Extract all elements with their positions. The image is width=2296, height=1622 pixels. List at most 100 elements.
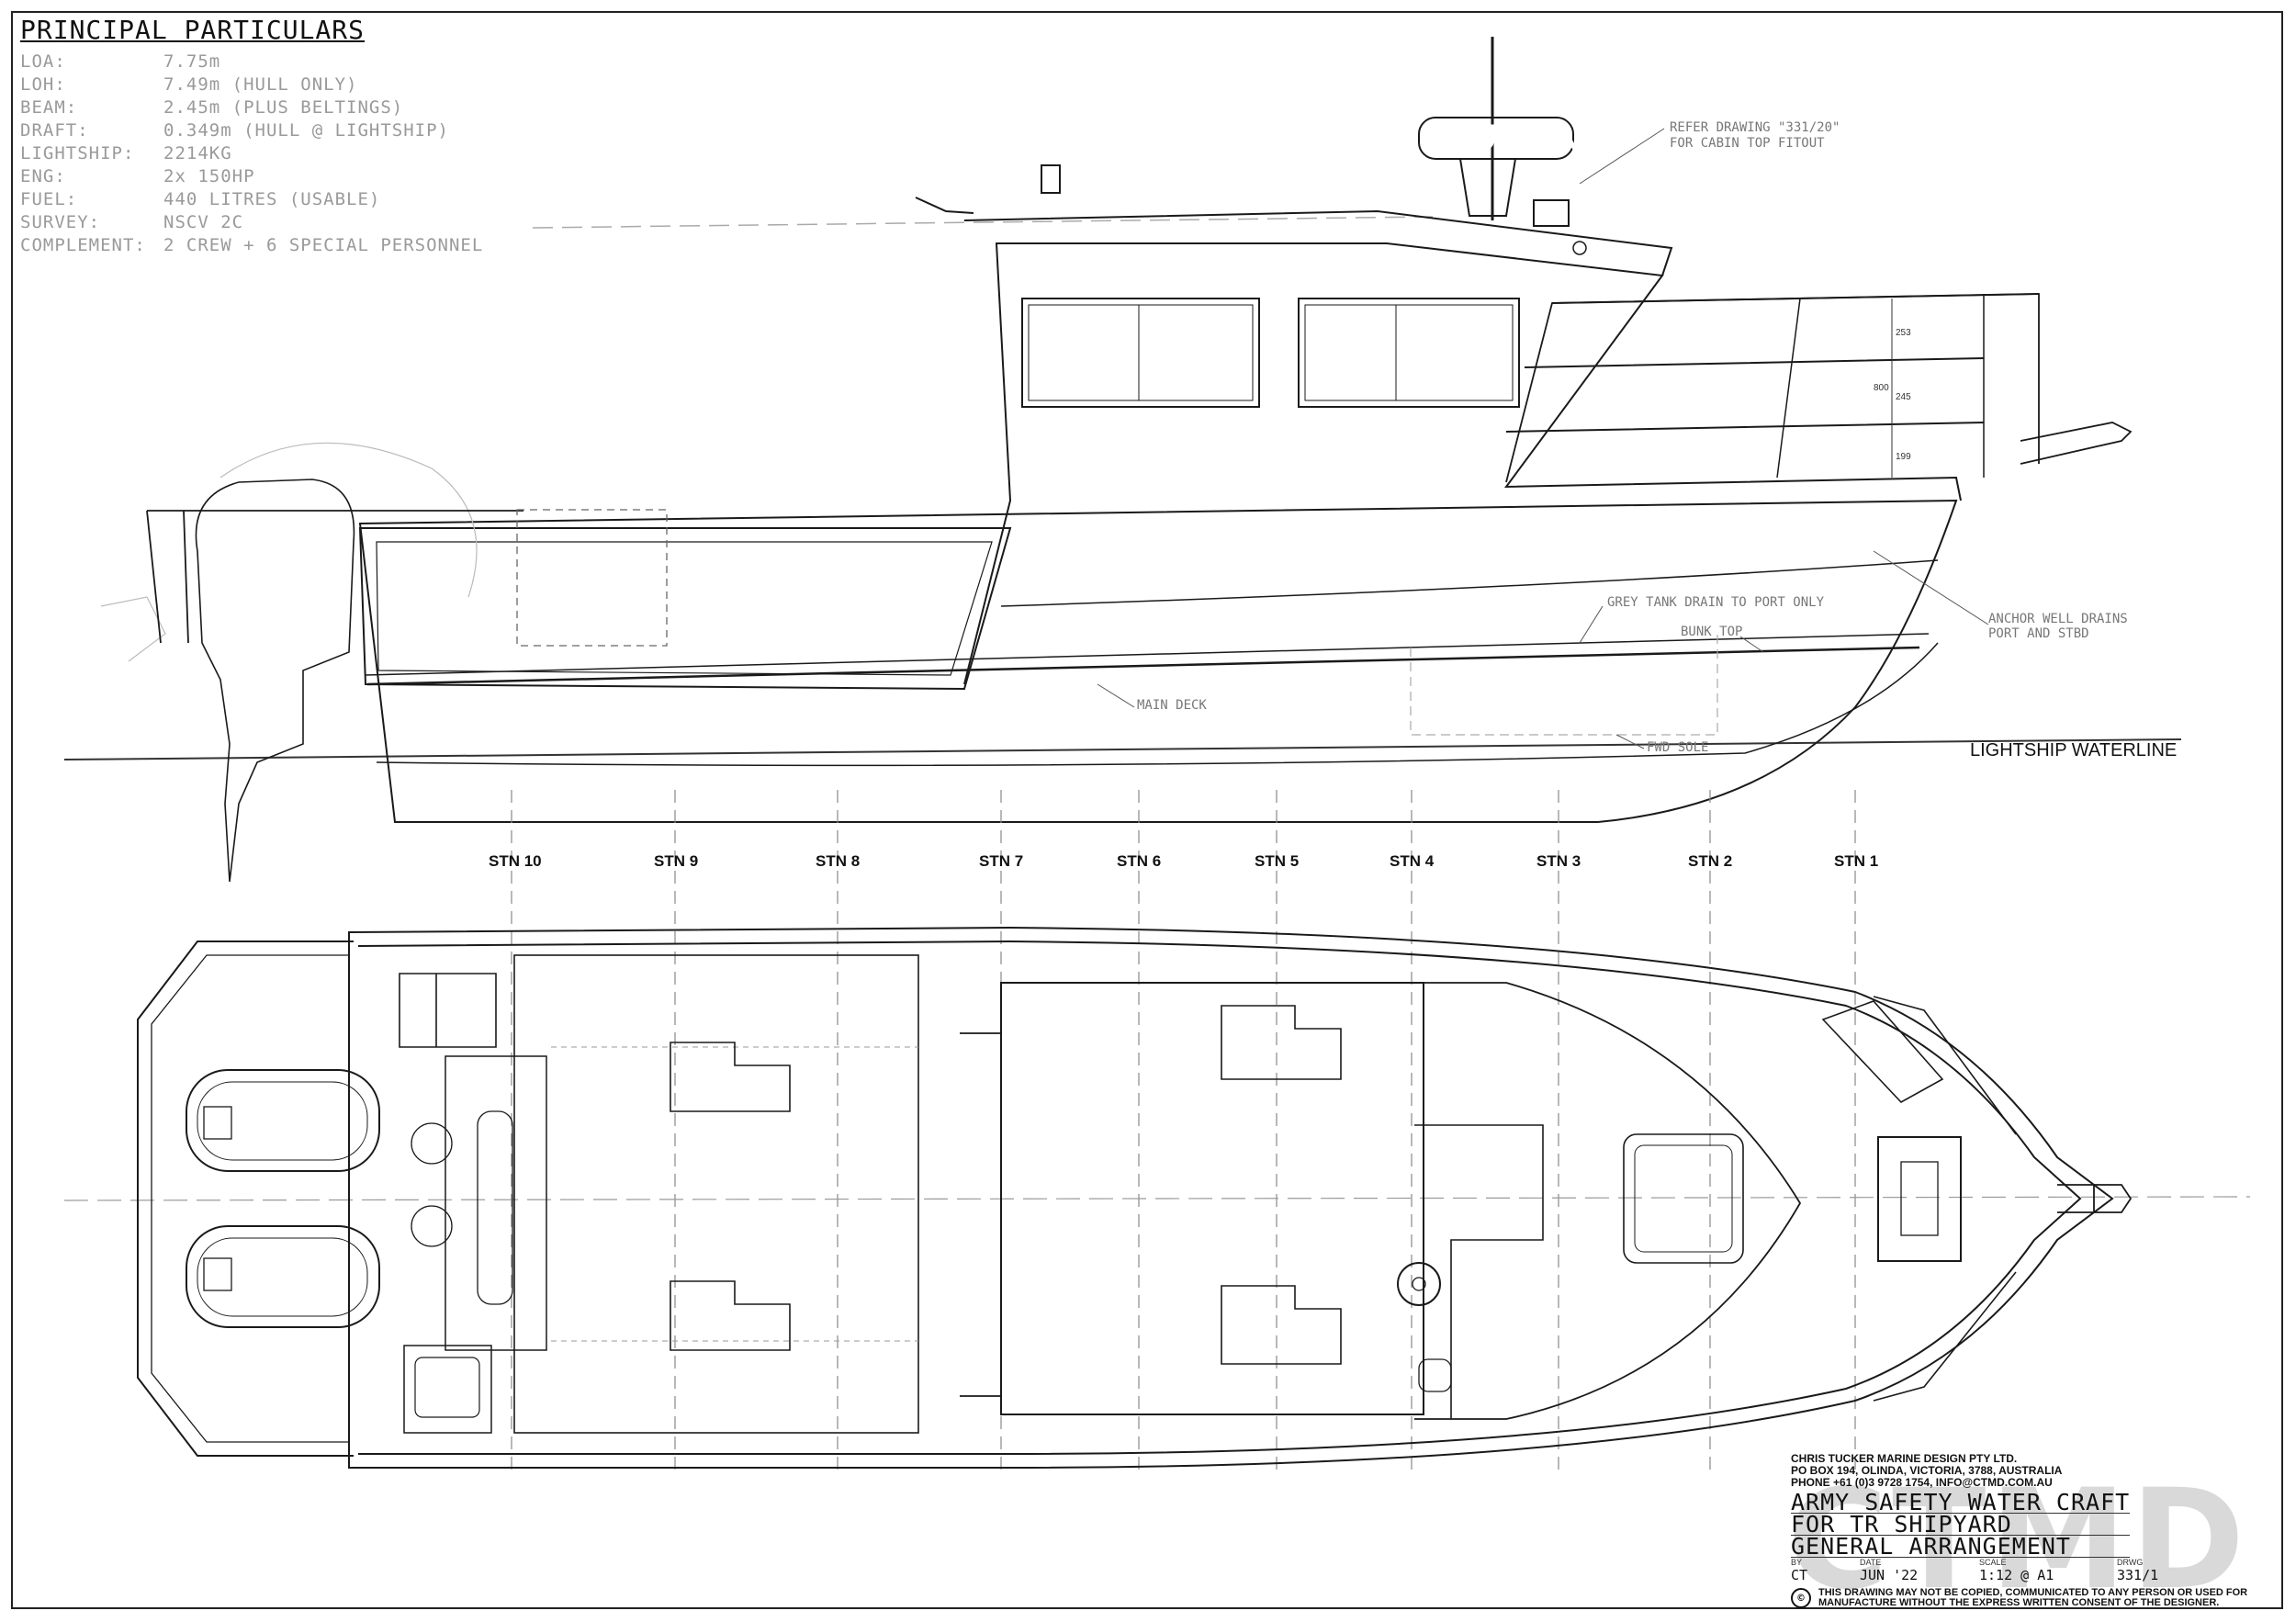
spray-rail bbox=[1000, 559, 1939, 607]
bow-rail-stanchion-1 bbox=[1776, 298, 1801, 479]
particulars-row-beam: BEAM:2.45m (PLUS BELTINGS) bbox=[20, 97, 404, 118]
note-cabin-top-2: FOR CABIN TOP FITOUT bbox=[1670, 136, 1825, 151]
particulars-row-lightship: LIGHTSHIP:2214KG bbox=[20, 143, 232, 163]
windscreen bbox=[1505, 293, 2040, 483]
bollard-stbd bbox=[411, 1205, 453, 1247]
transom-rail bbox=[146, 510, 523, 644]
cabin-window-aft-inner bbox=[1028, 304, 1254, 401]
sheer-line-lower bbox=[365, 633, 1930, 676]
transom-handhold bbox=[477, 1110, 513, 1305]
profile-view bbox=[63, 37, 2182, 883]
meta-date: DATE JUN '22 bbox=[1860, 1558, 1919, 1583]
outboard-port-cowl-inner bbox=[197, 1081, 368, 1161]
steering-wheel-hub bbox=[1412, 1277, 1426, 1291]
station-lines bbox=[511, 790, 1856, 1470]
waterline-line bbox=[63, 738, 2182, 760]
station-label-10: STN 10 bbox=[489, 852, 542, 870]
outboard-stbd-mount bbox=[203, 1257, 232, 1291]
roof-fitting-light bbox=[1572, 241, 1587, 255]
anchor-winch-drum bbox=[1900, 1161, 1939, 1236]
interior-dash bbox=[1410, 634, 1718, 736]
aft-bulwark bbox=[358, 527, 1012, 691]
cabin-window-aft bbox=[1021, 298, 1260, 408]
helm-seat-stbd bbox=[1221, 1285, 1342, 1365]
particulars-row-loa: LOA:7.75m bbox=[20, 51, 221, 72]
company-name: CHRIS TUCKER MARINE DESIGN PTY LTD. bbox=[1791, 1452, 2018, 1465]
outboard-stbd-cowl-inner bbox=[197, 1237, 368, 1317]
cabin-side bbox=[963, 242, 1962, 685]
title-line-3: GENERAL ARRANGEMENT bbox=[1791, 1535, 2131, 1558]
aft-locker bbox=[403, 1345, 492, 1434]
helm-seat-port bbox=[1221, 1005, 1342, 1080]
meta-by: BY CT bbox=[1791, 1558, 1808, 1583]
station-label-8: STN 8 bbox=[816, 852, 860, 870]
particulars-row-loh: LOH:7.49m (HULL ONLY) bbox=[20, 74, 358, 95]
deck-line bbox=[366, 646, 1920, 686]
swim-platform bbox=[137, 941, 354, 1457]
dim-800: 800 bbox=[1874, 383, 1889, 393]
forward-hatch bbox=[1623, 1133, 1744, 1264]
meta-drwg: DRWG 331/1 bbox=[2117, 1558, 2159, 1583]
cabin-window-fwd bbox=[1298, 298, 1520, 408]
particulars-title: PRINCIPAL PARTICULARS bbox=[20, 15, 366, 45]
anchor-locker bbox=[1821, 1000, 1944, 1104]
plan-hull-outline bbox=[348, 926, 2114, 1469]
aft-locker-hatch bbox=[414, 1357, 480, 1418]
radar-brand-label: FURUNO bbox=[1446, 118, 1614, 158]
transom-rail-plan bbox=[399, 973, 497, 1048]
station-label-9: STN 9 bbox=[654, 852, 698, 870]
radar-dome bbox=[1418, 117, 1574, 160]
leader-fwd-sole bbox=[1615, 734, 1645, 749]
hull-outline bbox=[358, 499, 1958, 823]
station-label-3: STN 3 bbox=[1536, 852, 1581, 870]
profile-dash-line bbox=[532, 216, 1434, 229]
copyright-icon: © bbox=[1791, 1588, 1811, 1608]
station-label-4: STN 4 bbox=[1390, 852, 1435, 870]
aft-seat-stbd bbox=[670, 1280, 791, 1351]
particulars-row-draft: DRAFT:0.349m (HULL @ LIGHTSHIP) bbox=[20, 120, 449, 141]
outboard-tilt-arc-2 bbox=[100, 596, 166, 662]
outboard-stbd bbox=[186, 1225, 380, 1328]
outboard-port-mount bbox=[203, 1106, 232, 1140]
note-anchor-1: ANCHOR WELL DRAINS bbox=[1988, 612, 2128, 626]
station-label-6: STN 6 bbox=[1117, 852, 1161, 870]
leader-main-deck bbox=[1097, 683, 1135, 708]
drawing-border bbox=[11, 11, 2283, 1609]
leader-anchor bbox=[1873, 550, 1989, 625]
outboard-port-cowl bbox=[186, 1069, 380, 1172]
station-label-5: STN 5 bbox=[1255, 852, 1299, 870]
cabin-bulkhead-aft bbox=[960, 1032, 1002, 1397]
chine-line bbox=[376, 642, 1939, 767]
particulars-row-complement: COMPLEMENT:2 CREW + 6 SPECIAL PERSONNEL bbox=[20, 235, 484, 255]
title-line-2: FOR TR SHIPYARD bbox=[1791, 1513, 2131, 1536]
searchlight bbox=[1533, 199, 1570, 227]
company-details: CHRIS TUCKER MARINE DESIGN PTY LTD. PO B… bbox=[1791, 1453, 2062, 1489]
forward-console bbox=[1414, 982, 1802, 1420]
radar-mount bbox=[1459, 158, 1516, 217]
note-cabin-top-1: REFER DRAWING "331/20" bbox=[1670, 120, 1840, 135]
company-contact: PHONE +61 (0)3 9728 1754, INFO@CTMD.COM.… bbox=[1791, 1476, 2053, 1489]
aft-mast-bracket bbox=[915, 197, 974, 214]
swim-platform-inner bbox=[151, 954, 349, 1443]
plan-centreline bbox=[63, 1196, 2251, 1201]
bollard-port bbox=[411, 1122, 453, 1165]
station-label-1: STN 1 bbox=[1834, 852, 1878, 870]
copyright-text: THIS DRAWING MAY NOT BE COPIED, COMMUNIC… bbox=[1818, 1587, 2248, 1608]
ctmd-watermark: CTMD bbox=[1787, 1460, 2249, 1620]
plan-view bbox=[63, 926, 2251, 1469]
principal-particulars: PRINCIPAL PARTICULARS LOA:7.75m LOH:7.49… bbox=[20, 15, 483, 257]
outboard-stbd-cowl bbox=[186, 1225, 380, 1328]
bow-pulpit-plan bbox=[1873, 996, 2017, 1402]
note-anchor-2: PORT AND STBD bbox=[1988, 626, 2089, 641]
note-bunk-top: BUNK TOP bbox=[1681, 625, 1742, 639]
leader-cabin-top bbox=[1579, 128, 1665, 185]
bow-rail bbox=[1505, 293, 2040, 433]
station-label-7: STN 7 bbox=[979, 852, 1023, 870]
toilet bbox=[1418, 1358, 1452, 1392]
bow-pulpit bbox=[2020, 422, 2133, 465]
company-address: PO BOX 194, OLINDA, VICTORIA, 3788, AUST… bbox=[1791, 1464, 2063, 1477]
aft-cockpit bbox=[513, 954, 919, 1434]
station-label-2: STN 2 bbox=[1688, 852, 1732, 870]
particulars-row-survey: SURVEY:NSCV 2C bbox=[20, 212, 244, 232]
leader-grey-tank bbox=[1579, 605, 1604, 644]
